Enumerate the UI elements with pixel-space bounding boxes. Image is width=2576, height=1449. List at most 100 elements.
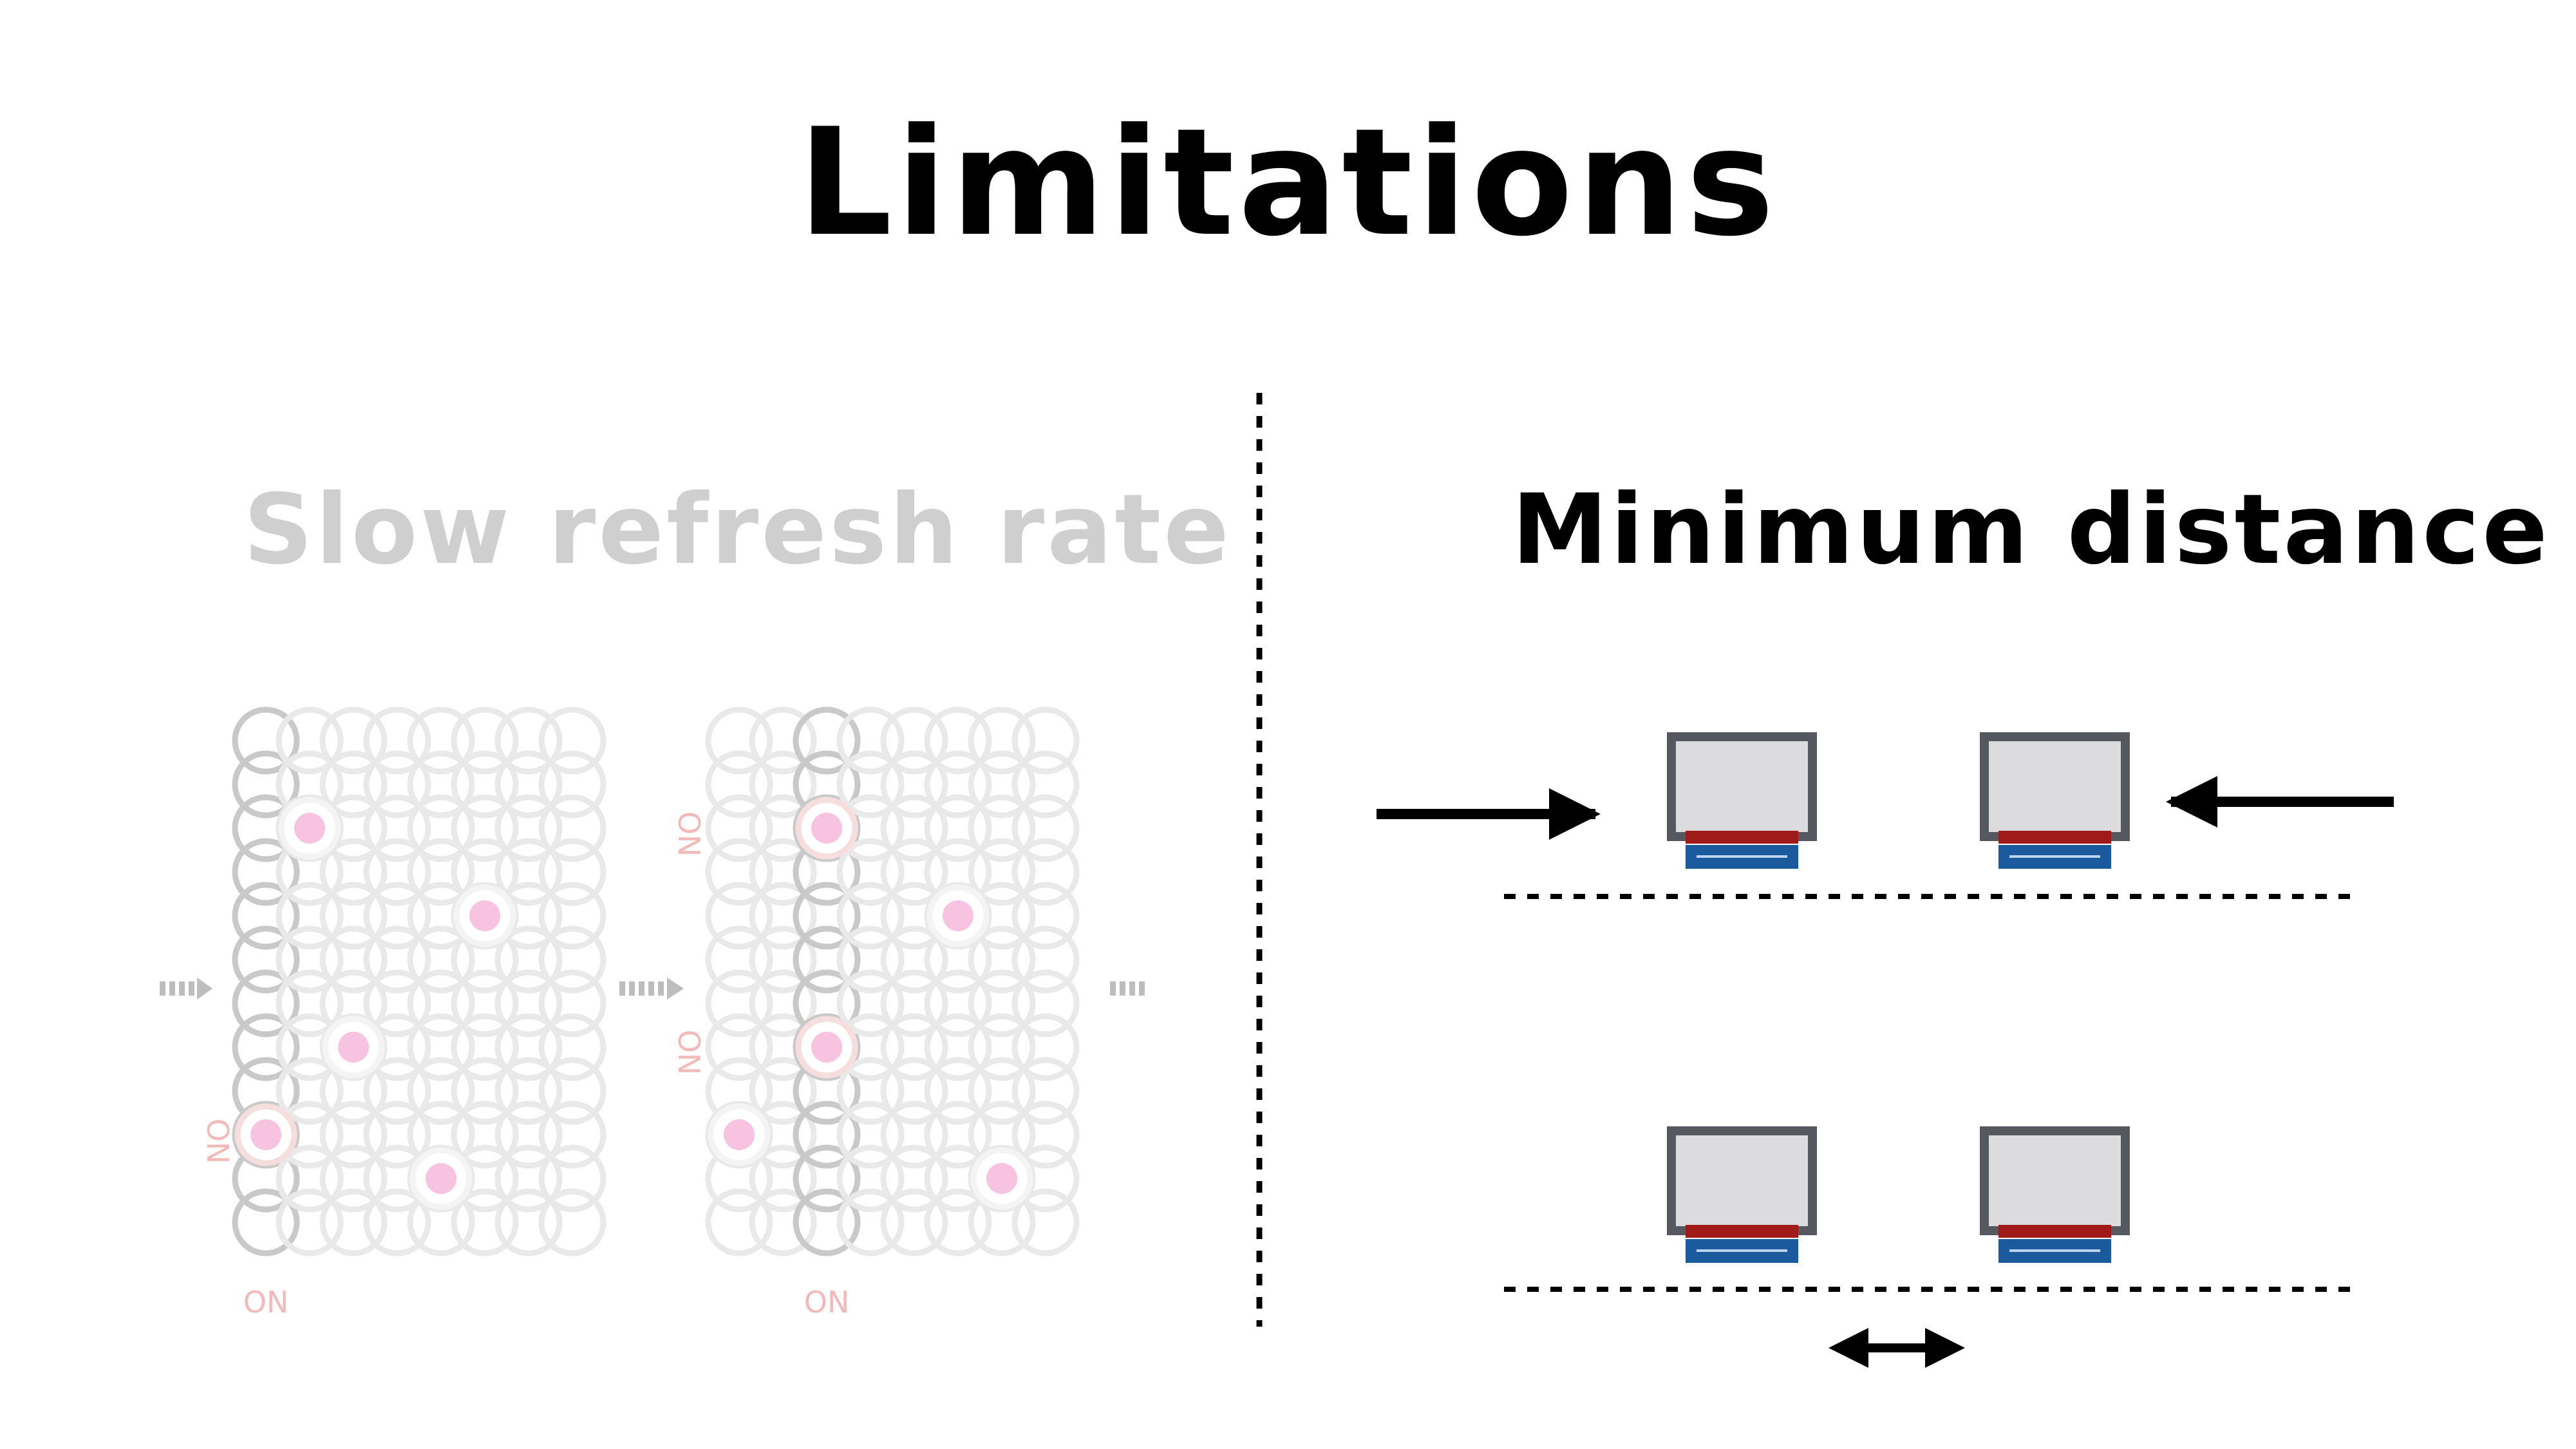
electrode-ring <box>793 1144 861 1213</box>
electrode-ring <box>276 706 344 775</box>
electrode-ring <box>836 1144 905 1213</box>
electrode-ring <box>705 794 773 862</box>
electrode-ring <box>538 1188 606 1256</box>
electrode-ring <box>538 838 606 906</box>
electrode-ring <box>1011 882 1080 950</box>
electrode-ring <box>494 1057 563 1125</box>
electrode-ring <box>924 706 992 775</box>
electrode-ring <box>276 1188 344 1256</box>
electrode-ring <box>836 969 905 1037</box>
device-unit <box>1980 1126 2130 1263</box>
electrode-ring <box>363 838 431 906</box>
frame-transition-arrow <box>619 978 684 999</box>
contact-dot <box>250 1119 281 1150</box>
electrode-ring <box>749 750 817 819</box>
electrode-ring <box>749 882 817 950</box>
electrode-ring <box>494 1188 563 1256</box>
electrode-grid-frame-1 <box>232 706 606 1256</box>
contact-dot <box>943 900 973 931</box>
electrode-ring <box>836 882 905 950</box>
electrode-ring <box>232 706 300 775</box>
electrode-ring <box>880 1101 948 1169</box>
electrode-ring <box>968 794 1036 862</box>
electrode-ring <box>232 969 300 1037</box>
on-label: ON <box>243 1285 289 1320</box>
electrode-ring <box>749 1188 817 1256</box>
electrode-ring <box>407 706 475 775</box>
electrode-ring <box>494 1101 563 1169</box>
on-label: ON <box>672 811 706 857</box>
electrode-ring <box>538 1057 606 1125</box>
electrode-ring <box>705 838 773 906</box>
electrode-ring <box>363 1057 431 1125</box>
electrode-ring <box>276 1057 344 1125</box>
electrode-ring <box>705 969 773 1037</box>
electrode-ring <box>1011 794 1080 862</box>
electrode-ring <box>494 750 563 819</box>
electrode-ring <box>363 1188 431 1256</box>
electrode-ring <box>924 1101 992 1169</box>
electrode-ring <box>232 1013 300 1081</box>
electrode-ring <box>494 794 563 862</box>
electrode-ring <box>836 1101 905 1169</box>
electrode-ring <box>232 925 300 994</box>
electrode-ring <box>1011 925 1080 994</box>
electrode-ring <box>836 838 905 906</box>
electrode-ring <box>451 969 519 1037</box>
electrode-ring <box>924 1057 992 1125</box>
electrode-ring <box>538 706 606 775</box>
electrode-ring <box>232 882 300 950</box>
electrode-ring <box>1011 1057 1080 1125</box>
electrode-ring <box>494 969 563 1037</box>
electrode-ring <box>968 1057 1036 1125</box>
electrode-ring <box>836 750 905 819</box>
electrode-ring <box>363 1101 431 1169</box>
electrode-ring <box>836 1057 905 1125</box>
electrode-ring <box>538 1144 606 1213</box>
electrode-ring <box>968 706 1036 775</box>
electrode-ring <box>793 1188 861 1256</box>
electrode-ring <box>451 706 519 775</box>
electrode-ring <box>363 750 431 819</box>
electrode-ring <box>276 882 344 950</box>
contact-dot <box>811 813 842 844</box>
electrode-ring <box>836 925 905 994</box>
electrode-ring <box>749 1144 817 1213</box>
electrode-ring <box>968 969 1036 1037</box>
contact-dot <box>294 813 325 844</box>
electrode-ring <box>538 794 606 862</box>
electrode-ring <box>880 838 948 906</box>
electrode-ring <box>232 838 300 906</box>
electrode-ring <box>407 925 475 994</box>
electrode-ring <box>705 925 773 994</box>
frame-transition-arrow <box>160 978 212 999</box>
electrode-ring <box>880 706 948 775</box>
contact-dot <box>338 1032 369 1063</box>
electrode-ring <box>924 969 992 1037</box>
electrode-ring <box>880 925 948 994</box>
electrode-ring <box>749 969 817 1037</box>
electrode-ring <box>451 1013 519 1081</box>
electrode-ring <box>924 750 992 819</box>
electrode-ring <box>1011 706 1080 775</box>
electrode-ring <box>793 882 861 950</box>
electrode-ring <box>494 925 563 994</box>
electrode-ring <box>880 1188 948 1256</box>
electrode-ring <box>363 706 431 775</box>
electrode-ring <box>749 1057 817 1125</box>
electrode-ring <box>451 1188 519 1256</box>
on-label: ON <box>804 1285 850 1320</box>
electrode-ring <box>1011 1013 1080 1081</box>
electrode-ring <box>451 1101 519 1169</box>
frame-continuation-dots <box>1110 981 1145 996</box>
electrode-ring <box>705 750 773 819</box>
electrode-ring <box>407 838 475 906</box>
electrode-ring <box>363 969 431 1037</box>
electrode-ring <box>924 1013 992 1081</box>
electrode-ring <box>319 750 388 819</box>
electrode-ring <box>1011 750 1080 819</box>
electrode-ring <box>276 969 344 1037</box>
electrode-ring <box>880 1057 948 1125</box>
electrode-ring <box>968 1013 1036 1081</box>
